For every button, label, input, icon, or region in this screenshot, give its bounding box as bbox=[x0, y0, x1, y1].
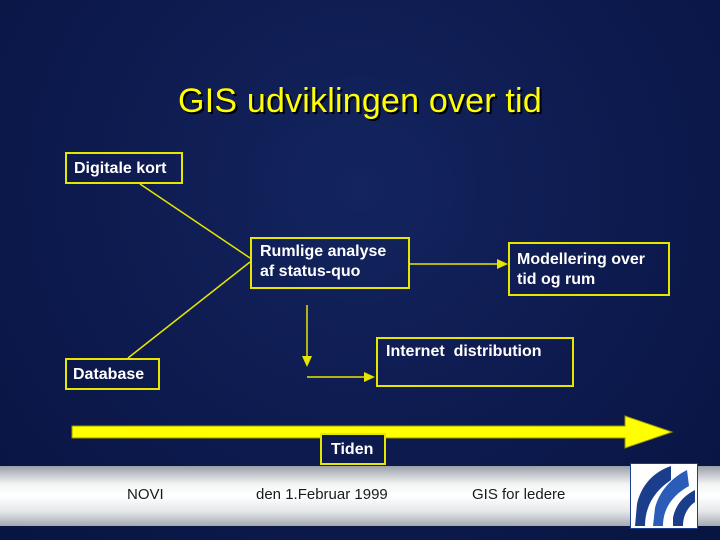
footer-date: den 1.Februar 1999 bbox=[256, 486, 388, 503]
box-digitale-kort: Digitale kort bbox=[65, 152, 183, 184]
box-modellering-line2: tid og rum bbox=[517, 271, 596, 288]
time-axis-arrow bbox=[71, 415, 674, 449]
box-internet-label: Internet distribution bbox=[386, 343, 542, 360]
box-tiden-label: Tiden bbox=[331, 441, 374, 458]
footer-bar bbox=[0, 466, 720, 526]
box-digitale-kort-label: Digitale kort bbox=[74, 160, 167, 177]
box-rumlige-analyse: Rumlige analyse af status-quo bbox=[250, 237, 410, 289]
box-rumlige-line2: af status-quo bbox=[260, 263, 361, 280]
logo-icon bbox=[630, 463, 698, 529]
connector-digitale-to-rumlige bbox=[139, 183, 251, 259]
arrowhead-internet bbox=[364, 372, 375, 382]
box-internet-distribution: Internet distribution bbox=[376, 337, 574, 387]
footer-course: GIS for ledere bbox=[472, 486, 566, 503]
box-tiden: Tiden bbox=[320, 433, 386, 465]
box-modellering: Modellering over tid og rum bbox=[508, 242, 670, 296]
connector-database-to-rumlige bbox=[127, 261, 251, 359]
box-database: Database bbox=[65, 358, 160, 390]
box-database-label: Database bbox=[73, 366, 145, 383]
slide-title: GIS udviklingen over tid bbox=[178, 82, 542, 120]
footer-org: NOVI bbox=[127, 486, 164, 503]
box-rumlige-line1: Rumlige analyse bbox=[260, 243, 387, 260]
arrowhead-down bbox=[302, 356, 312, 367]
box-modellering-line1: Modellering over bbox=[517, 251, 646, 268]
arrowhead-modellering bbox=[497, 259, 508, 269]
